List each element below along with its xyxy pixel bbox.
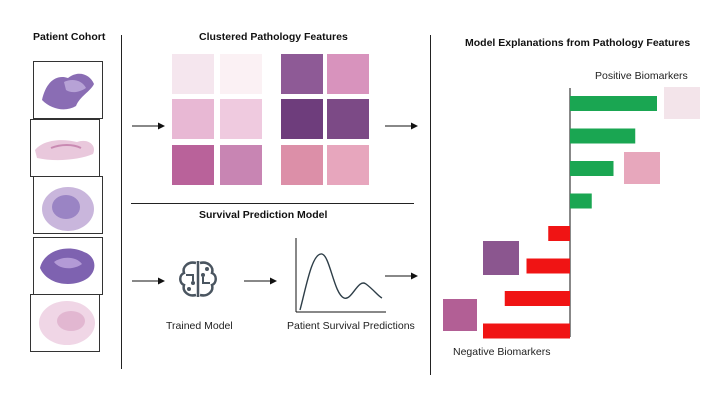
- divider-middle: [131, 203, 414, 204]
- patient-cohort-title: Patient Cohort: [33, 31, 106, 43]
- clustered-features-title: Clustered Pathology Features: [199, 31, 348, 43]
- pathology-tile: [281, 145, 323, 185]
- positive-biomarkers-label: Positive Biomarkers: [595, 70, 688, 82]
- pathology-tile: [172, 54, 214, 94]
- trained-model-label: Trained Model: [166, 320, 233, 332]
- model-explanations-title: Model Explanations from Pathology Featur…: [465, 37, 691, 49]
- tissue-image: [40, 248, 95, 284]
- biomarker-thumbnail: [483, 241, 519, 275]
- pathology-tile: [327, 145, 369, 185]
- pathology-tile: [220, 145, 262, 185]
- biomarker-thumbnail: [664, 87, 700, 119]
- survival-predictions-label: Patient Survival Predictions: [287, 320, 415, 332]
- brain-circuit-icon: [179, 261, 217, 297]
- pathology-tile: [172, 145, 214, 185]
- positive-biomarker-bar: [570, 193, 592, 209]
- negative-biomarker-bar: [504, 291, 570, 306]
- divider-right: [430, 35, 431, 375]
- biomarker-thumbnail: [624, 152, 660, 184]
- divider-left: [121, 35, 122, 369]
- pathology-tile: [327, 99, 369, 139]
- pathology-tile: [327, 54, 369, 94]
- tissue-image: [42, 187, 94, 231]
- patient-slide-5: [30, 294, 100, 352]
- patient-slide-1: [33, 61, 103, 119]
- pathology-tile: [220, 99, 262, 139]
- negative-biomarkers-label: Negative Biomarkers: [453, 346, 551, 358]
- tissue-image: [35, 140, 95, 161]
- tissue-image: [42, 73, 94, 110]
- survival-curve-line: [299, 253, 383, 311]
- negative-biomarker-bar: [548, 226, 570, 241]
- positive-biomarker-bar: [570, 128, 636, 144]
- positive-biomarker-bar: [570, 96, 657, 111]
- positive-biomarker-bar: [570, 161, 614, 176]
- negative-biomarker-bar: [526, 258, 570, 274]
- pathology-tile: [281, 54, 323, 94]
- pathology-tile: [220, 54, 262, 94]
- biomarker-thumbnail: [443, 299, 477, 331]
- patient-slide-2: [30, 119, 100, 177]
- survival-curve: [295, 238, 386, 313]
- patient-slide-3: [33, 176, 103, 234]
- survival-model-title: Survival Prediction Model: [199, 209, 328, 221]
- pathology-tile: [281, 99, 323, 139]
- pathology-tile: [172, 99, 214, 139]
- tissue-image: [39, 301, 95, 345]
- negative-biomarker-bar: [483, 323, 570, 339]
